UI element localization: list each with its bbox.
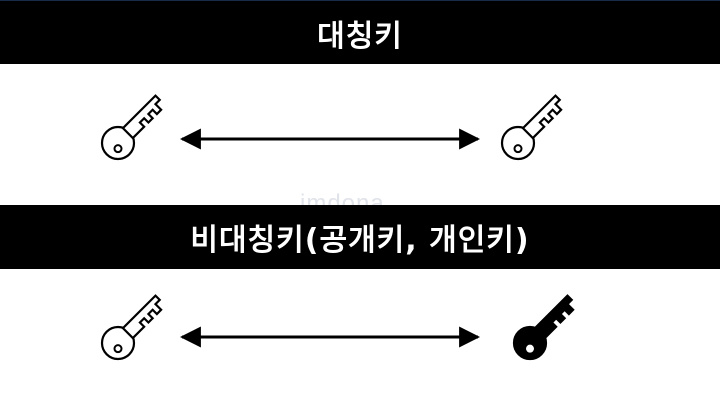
symmetric-key-title: 대칭키 (317, 18, 403, 54)
key-outline-icon (94, 288, 173, 367)
asymmetric-key-header: 비대칭키(공개키, 개인키) (0, 205, 720, 269)
key-outline-icon (494, 88, 573, 167)
asymmetric-key-title: 비대칭키(공개키, 개인키) (190, 223, 530, 258)
symmetric-key-diagram (94, 88, 573, 167)
asymmetric-key-diagram (94, 288, 585, 367)
key-filled-icon (506, 288, 585, 367)
key-outline-icon (94, 88, 173, 167)
symmetric-key-header: 대칭키 (0, 0, 720, 64)
